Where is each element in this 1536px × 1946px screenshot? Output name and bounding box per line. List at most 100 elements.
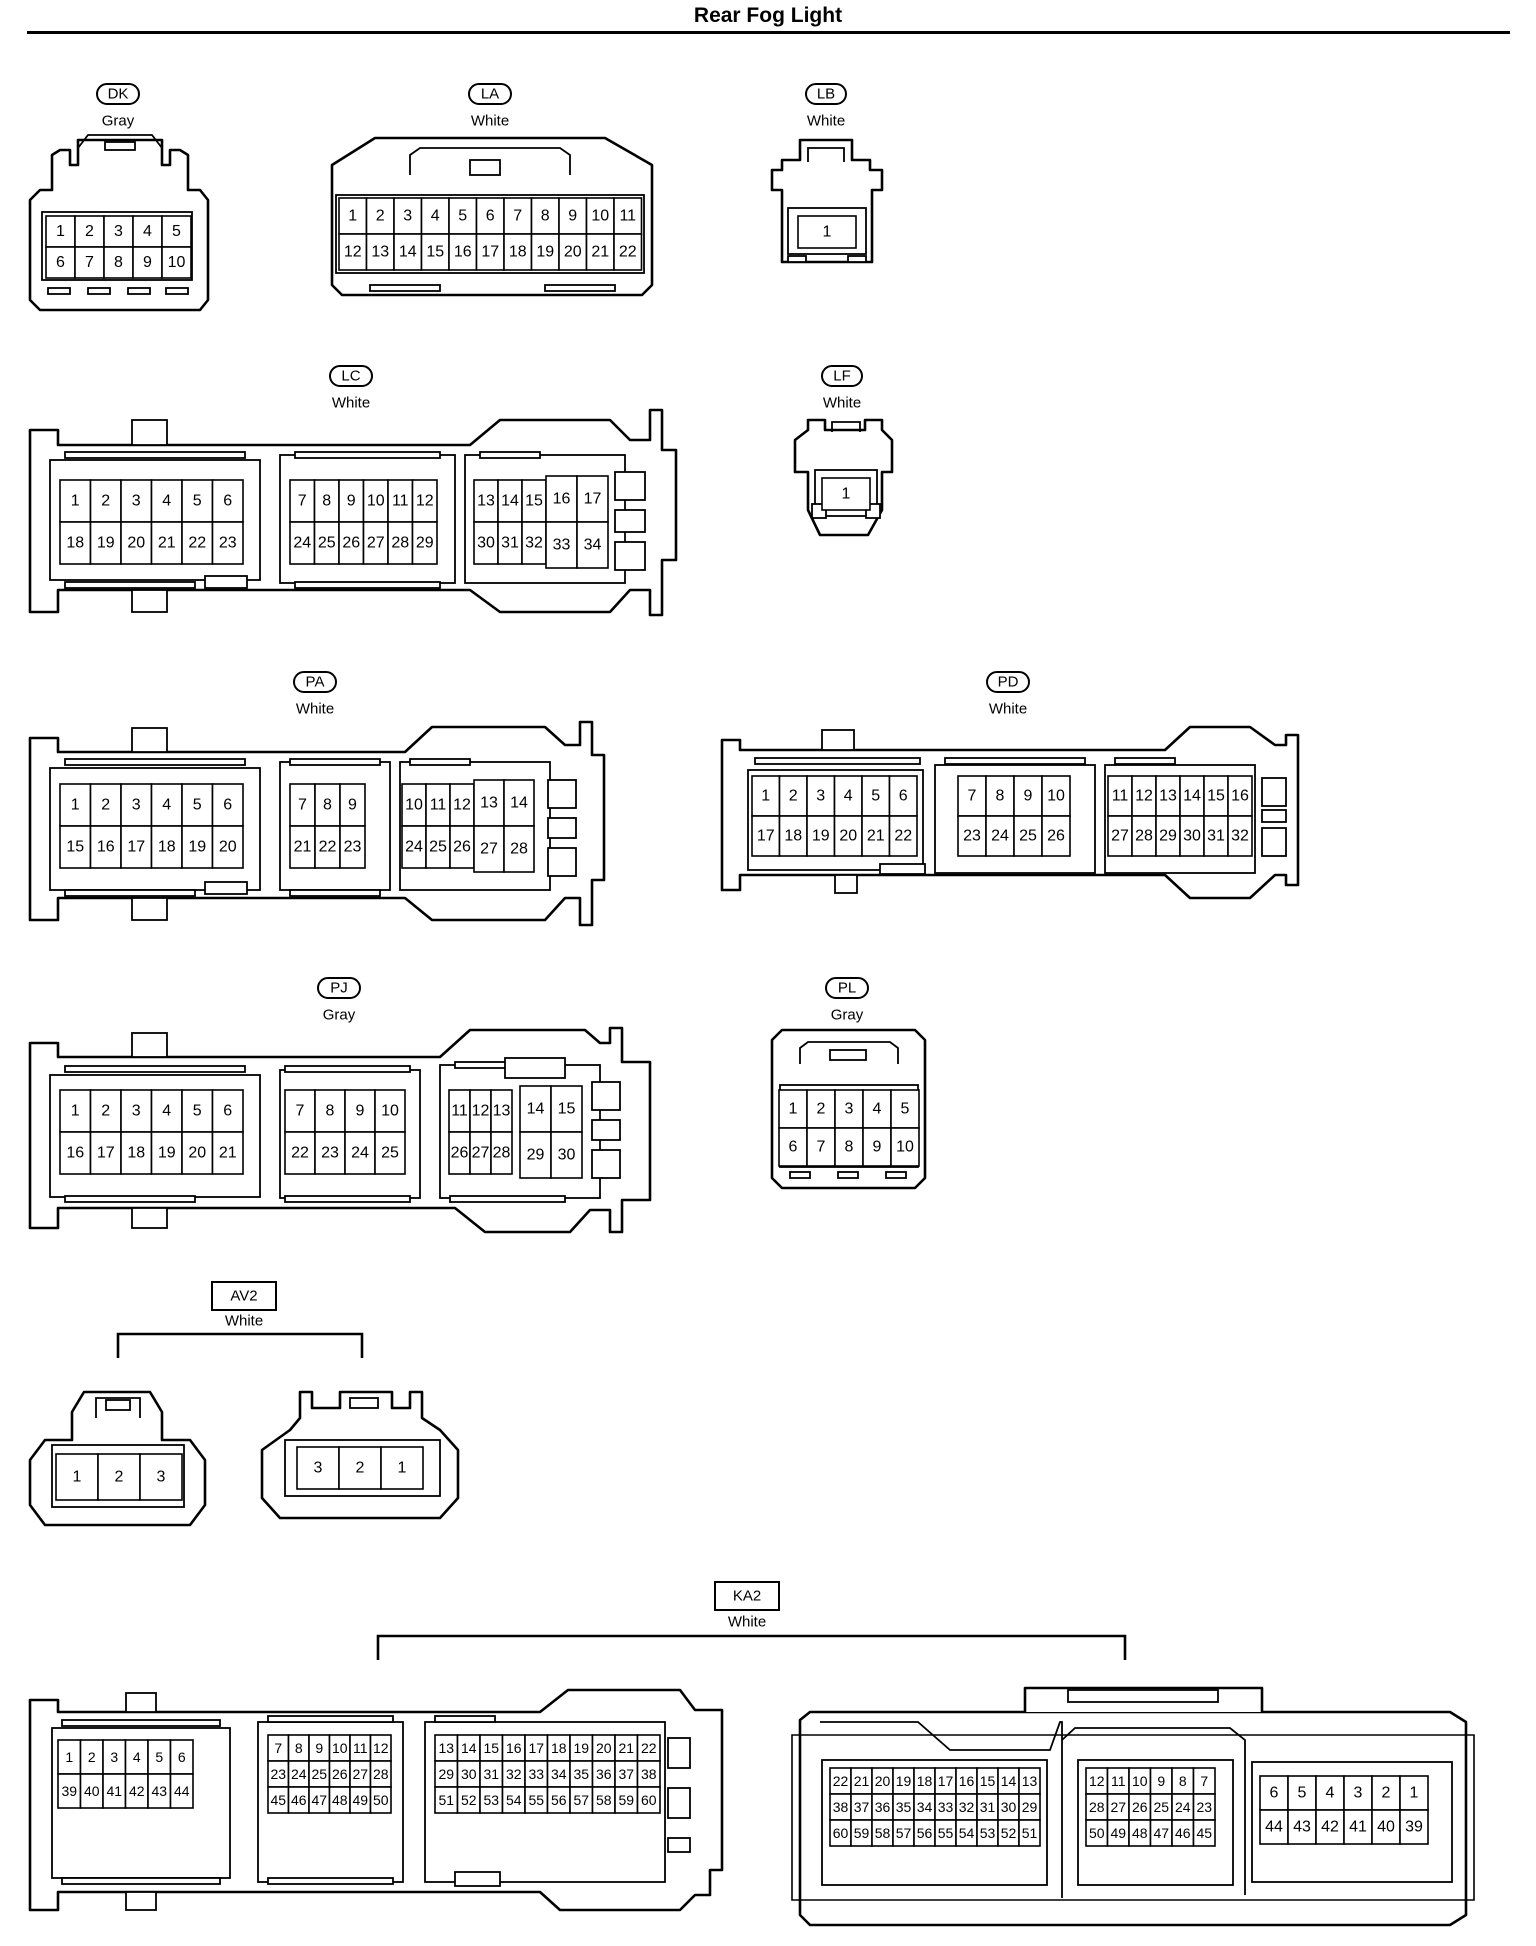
pin-number: 10 (367, 493, 385, 510)
pin-number: 40 (1377, 1819, 1395, 1836)
pin-cell (1041, 815, 1071, 857)
pin-number: 22 (641, 1740, 657, 1756)
connector-color: White (823, 395, 861, 412)
pin-cell (55, 1453, 99, 1501)
pin-number: 35 (896, 1799, 912, 1815)
pin-number: 8 (322, 493, 331, 510)
pin-number: 1 (71, 797, 80, 814)
pin-number: 11 (353, 1740, 368, 1756)
pin-number: 17 (127, 839, 145, 856)
pin-number: 8 (1179, 1773, 1187, 1789)
pin-number: 13 (1159, 788, 1177, 805)
pin-number: 12 (1135, 788, 1153, 805)
pin-number: 21 (618, 1740, 634, 1756)
pin-number: 29 (416, 535, 434, 552)
pin-cell (503, 779, 535, 827)
pin-number: 26 (332, 1766, 348, 1782)
pin-number: 11 (1112, 788, 1129, 805)
pin-number: 14 (461, 1740, 477, 1756)
pin-number: 51 (1022, 1825, 1038, 1841)
pin-cell (503, 825, 535, 873)
pin-number: 13 (493, 1103, 511, 1120)
pin-number: 28 (510, 841, 528, 858)
pin-number: 3 (816, 788, 825, 805)
pin-number: 20 (839, 828, 857, 845)
pin-number: 25 (429, 839, 447, 856)
pin-number: 5 (901, 1101, 910, 1118)
pin-number: 6 (899, 788, 908, 805)
pin-number: 31 (483, 1766, 499, 1782)
pin-number: 57 (573, 1792, 589, 1808)
pin-cell (821, 477, 871, 511)
pin-number: 3 (132, 1103, 141, 1120)
pin-cell (778, 775, 808, 817)
pin-cell (521, 521, 547, 565)
pin-number: 18 (551, 1740, 567, 1756)
pin-number: 1 (73, 1469, 82, 1486)
connector-color: White (728, 1614, 766, 1631)
pin-number: 11 (392, 493, 409, 510)
pin-number: 27 (1111, 828, 1129, 845)
pin-cell (338, 521, 365, 565)
pin-number: 14 (399, 244, 417, 261)
pin-number: 5 (155, 1749, 163, 1765)
connector-color: White (807, 113, 845, 130)
pin-number: 2 (115, 1469, 124, 1486)
pin-number: 21 (591, 244, 609, 261)
pin-number: 17 (481, 244, 499, 261)
pin-cell (1287, 1775, 1317, 1811)
pin-number: 22 (291, 1145, 309, 1162)
pin-cell (888, 815, 918, 857)
connector-label: LF (833, 368, 851, 385)
pin-number: 10 (1132, 1773, 1148, 1789)
pin-cell (1107, 815, 1133, 857)
page-title: Rear Fog Light (693, 4, 843, 27)
pin-number: 16 (506, 1740, 522, 1756)
pin-number: 27 (367, 535, 385, 552)
pin-number: 8 (326, 1103, 335, 1120)
pin-number: 3 (132, 797, 141, 814)
pin-number: 15 (980, 1773, 996, 1789)
connector-label: DK (108, 86, 129, 103)
pin-number: 26 (1047, 828, 1065, 845)
connector-label: PA (306, 674, 325, 691)
pin-number: 42 (129, 1783, 145, 1799)
pin-number: 20 (564, 244, 582, 261)
pin-cell (558, 233, 588, 271)
pin-cell (411, 521, 438, 565)
pin-number: 7 (1200, 1773, 1208, 1789)
pin-number: 19 (812, 828, 830, 845)
pin-number: 4 (162, 493, 171, 510)
pin-cell (150, 825, 183, 869)
pin-number: 19 (158, 1145, 176, 1162)
pin-number: 32 (525, 535, 543, 552)
pin-number: 8 (295, 1740, 303, 1756)
pin-number: 39 (61, 1783, 77, 1799)
pin-cell (806, 775, 836, 817)
pin-number: 18 (784, 828, 802, 845)
pin-number: 5 (193, 1103, 202, 1120)
pin-cell (338, 479, 365, 523)
connector-color: Gray (102, 113, 135, 130)
pin-cell (97, 1453, 141, 1501)
pin-cell (1018, 1819, 1041, 1847)
pin-number: 10 (381, 1103, 399, 1120)
pin-number: 44 (1265, 1819, 1283, 1836)
pin-number: 11 (619, 208, 636, 225)
pin-cell (1041, 775, 1071, 817)
pin-number: 29 (1159, 828, 1177, 845)
pin-number: 13 (477, 493, 495, 510)
pin-number: 34 (584, 537, 602, 554)
pin-number: 40 (84, 1783, 100, 1799)
pin-number: 25 (381, 1145, 399, 1162)
pin-number: 9 (1157, 1773, 1165, 1789)
pin-cell (521, 479, 547, 523)
pin-number: 28 (391, 535, 409, 552)
connector-LF: LF White 1 (793, 365, 894, 537)
pin-number: 4 (1326, 1785, 1335, 1802)
pin-number: 16 (66, 1145, 84, 1162)
connector-color: Gray (323, 1007, 356, 1024)
